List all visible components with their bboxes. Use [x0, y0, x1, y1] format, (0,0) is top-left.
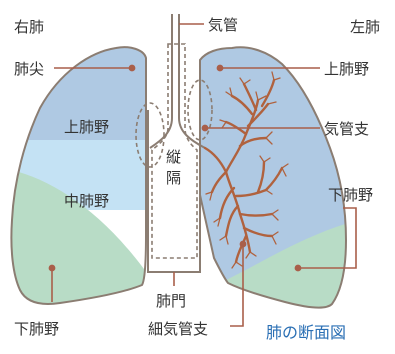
label-upper-lobe-left: 上肺野 [324, 60, 369, 78]
label-bronchus: 気管支 [324, 120, 369, 138]
leader-bronchus-dot [202, 125, 207, 130]
label-trachea: 気管 [208, 16, 238, 34]
label-lower-lobe-right: 下肺野 [14, 320, 59, 338]
label-bronchiole: 細気管支 [148, 320, 208, 338]
label-left-lung: 左肺 [350, 18, 380, 36]
label-lower-lobe-left: 下肺野 [328, 186, 373, 204]
leader-lower-lobe-left-dot [295, 265, 300, 270]
label-right-lung: 右肺 [14, 18, 44, 36]
label-mediastinum-2: 隔 [166, 169, 181, 187]
leader-lower-lobe-right-dot [49, 265, 54, 270]
leader-apex-dot [129, 65, 134, 70]
leader-bronchiole-dot [240, 241, 245, 246]
label-hilum: 肺門 [156, 292, 186, 310]
label-mediastinum-1: 縦 [166, 148, 181, 166]
diagram-title: 肺の断面図 [266, 323, 346, 342]
leader-upper-lobe-dot [217, 65, 222, 70]
label-middle-lobe: 中肺野 [64, 192, 109, 210]
label-upper-lobe-right: 上肺野 [64, 118, 109, 136]
label-apex: 肺尖 [14, 60, 44, 78]
